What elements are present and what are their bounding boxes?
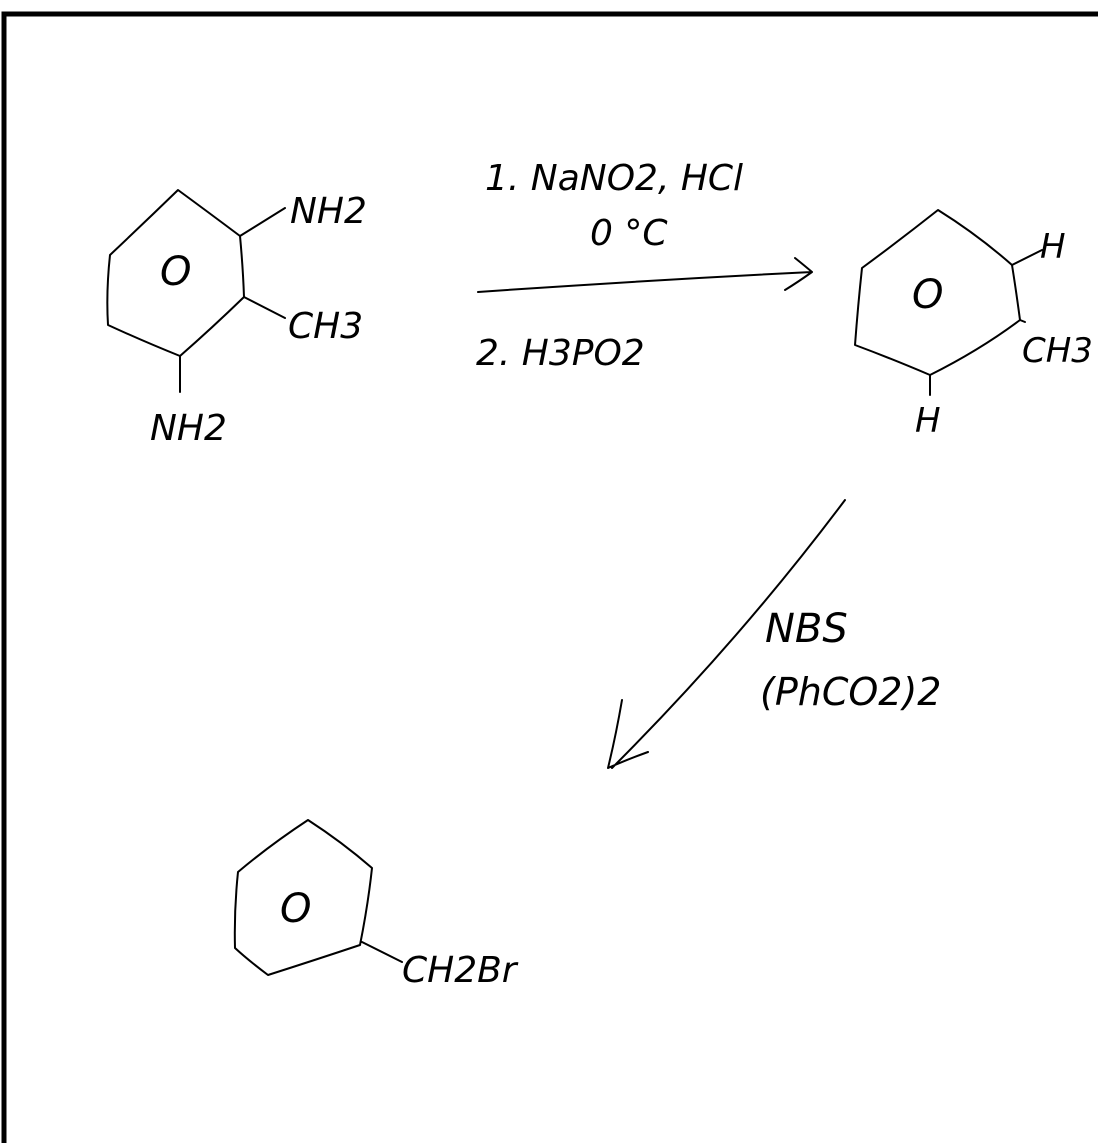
reaction-arrow-1 [477,257,813,293]
ring-1-substituent-bottom: NH2 [150,408,227,449]
ring-2-substituent-middle: CH3 [1022,331,1093,371]
step-1-reagent-line-2: 0 °C [590,213,668,254]
step-1: 1. NaNO2, HCl 0 °C 2. H3PO2 [476,158,813,374]
bond-ring1-middle [243,296,286,319]
starting-material: O NH2 CH3 NH2 [106,189,367,449]
ring-3-aromatic-label: O [280,886,311,932]
bond-ring1-top [239,207,286,237]
ring-3-substituent: CH2Br [402,950,519,991]
reaction-arrow-2 [607,499,846,769]
ring-1-substituent-middle: CH3 [288,306,363,347]
ring-1-aromatic-label: O [160,249,191,295]
bond-ring2-top [1011,249,1043,266]
page-border [1,11,1098,1143]
step-2-reagent-line-1: NBS [765,606,848,652]
intermediate: O H CH3 H [854,209,1093,441]
ring-2-aromatic-label: O [912,272,943,318]
ring-2-substituent-bottom: H [915,401,941,441]
step-1-reagent-line-3: 2. H3PO2 [476,333,645,374]
benzene-ring-3 [233,819,373,976]
ring-1-substituent-top: NH2 [290,191,367,232]
step-2: NBS (PhCO2)2 [607,499,941,769]
step-2-reagent-line-2: (PhCO2)2 [760,670,941,714]
product: O CH2Br [233,819,519,991]
bond-ring3-substituent [361,941,403,963]
step-1-reagent-line-1: 1. NaNO2, HCl [485,158,743,199]
bond-ring2-middle [1019,319,1026,323]
ring-2-substituent-top: H [1040,227,1066,267]
